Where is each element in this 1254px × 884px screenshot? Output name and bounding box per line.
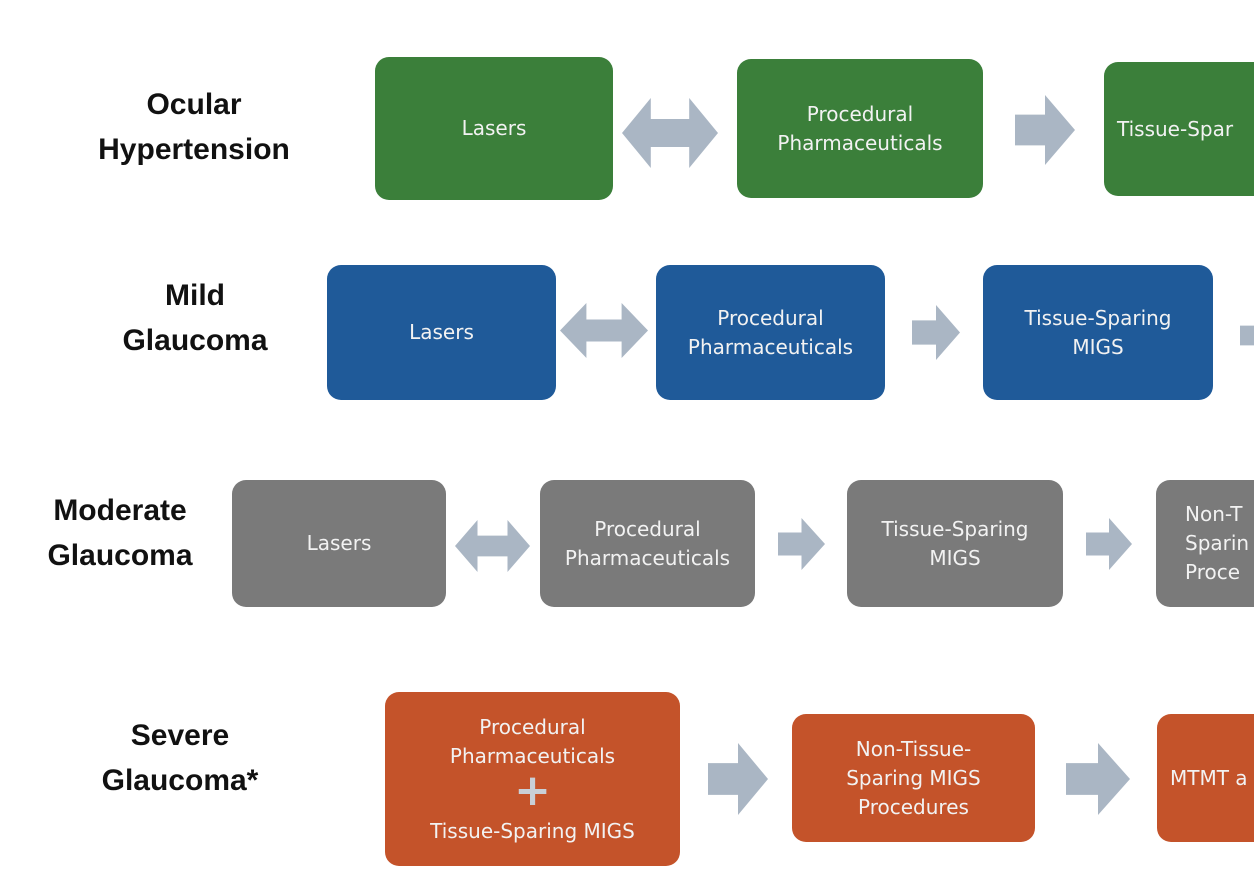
right-arrow-icon — [1240, 325, 1254, 346]
label-line: Severe — [130, 719, 230, 752]
box-text-line: Procedures — [858, 794, 969, 819]
double-arrow-icon — [560, 303, 648, 358]
ocular-hypertension-step-box: Tissue-Spar — [1104, 62, 1254, 196]
box-text-line: MIGS — [929, 545, 981, 570]
label-line: Glaucoma — [47, 539, 193, 572]
box-text-line: Pharmaceuticals — [687, 334, 854, 359]
ocular-hypertension-step-box: Lasers — [375, 57, 613, 200]
box-text-line: Pharmaceuticals — [449, 743, 616, 768]
box-text-line: Lasers — [306, 531, 372, 555]
box-text-line: Procedural — [717, 305, 824, 330]
box-text-line: Tissue-Sparing MIGS — [430, 818, 635, 843]
label-line: Ocular — [146, 88, 242, 121]
double-arrow-icon — [455, 520, 530, 572]
box-text-line: Procedural — [594, 516, 701, 541]
right-arrow-icon — [778, 518, 825, 570]
box-text-line: MIGS — [1072, 334, 1124, 359]
box-text-line: Tissue-Sparing — [881, 516, 1029, 541]
label-line: Moderate — [53, 494, 187, 527]
box-text-line: Sparin — [1185, 531, 1250, 555]
right-arrow-icon — [912, 305, 960, 360]
box-text-line: Lasers — [409, 320, 474, 344]
plus-icon: + — [514, 764, 551, 816]
box-text-line: MTMT a — [1170, 765, 1248, 790]
label-line: Hypertension — [98, 133, 290, 166]
box-text-line: Non-Tissue- — [855, 736, 972, 761]
label-line: Glaucoma* — [101, 764, 259, 797]
box-text-line: Tissue-Spar — [1117, 116, 1234, 141]
box-text-line: Lasers — [461, 116, 527, 140]
box-text-line: Sparing MIGS — [846, 765, 981, 790]
right-arrow-icon — [1086, 518, 1132, 570]
mild-glaucoma-step-box: Lasers — [327, 265, 556, 400]
box-text-line: Pharmaceuticals — [777, 130, 943, 155]
box-text-line: Procedural — [806, 101, 914, 126]
severe-glaucoma-step-box: MTMT a — [1157, 714, 1254, 842]
moderate-glaucoma-step-box: Lasers — [232, 480, 446, 607]
severe-glaucoma-step-box: Non-Tissue- Sparing MIGS Procedures — [792, 714, 1035, 842]
box-text-line: Proce — [1185, 560, 1241, 584]
right-arrow-icon — [708, 743, 768, 815]
box-text-line: Tissue-Sparing — [1024, 305, 1172, 330]
box-text-line: Non-T — [1185, 502, 1243, 526]
right-arrow-icon — [1066, 743, 1130, 815]
double-arrow-icon — [622, 98, 718, 168]
box-text-line: Procedural — [479, 714, 586, 739]
label-line: Mild — [165, 279, 225, 312]
right-arrow-icon — [1015, 95, 1075, 165]
box-text-line: Pharmaceuticals — [564, 545, 731, 570]
label-line: Glaucoma — [122, 324, 268, 357]
